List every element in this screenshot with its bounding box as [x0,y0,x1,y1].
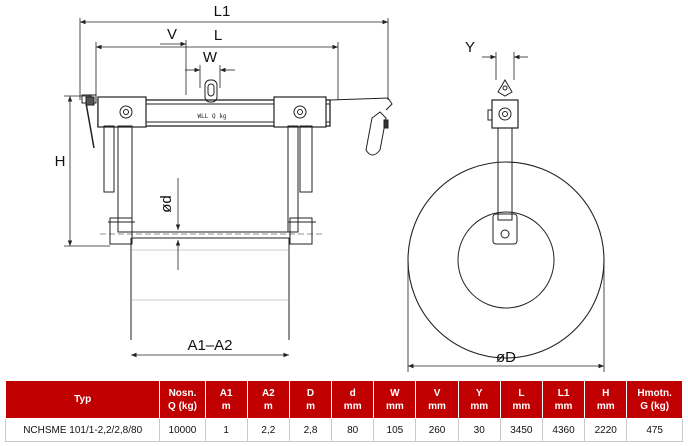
wll-plate-text: WLL Q kg [198,113,227,120]
cell-y: 30 [457,418,501,442]
header-line1: V [433,387,441,399]
front-view [64,18,393,358]
cell-w: 105 [373,418,417,442]
dim-w-label: W [203,49,218,66]
cell-a1: 1 [204,418,248,442]
header-line2: m [221,400,231,412]
header-line2: mm [343,400,362,412]
header-hmotn: Hmotn.G (kg) [626,380,683,419]
header-line1: Typ [74,394,92,405]
header-line2: mm [470,400,489,412]
header-line1: H [602,387,610,399]
header-line2: mm [512,400,531,412]
cell-d-big: 2,8 [288,418,333,442]
header-line2: Q (kg) [168,400,197,412]
dim-v-label: V [167,26,177,43]
dim-a-label: A1–A2 [187,337,232,354]
header-line1: Y [475,387,483,399]
cell-a2: 2,2 [246,418,290,442]
header-line1: L1 [557,387,570,399]
header-line1: d [349,387,356,399]
cell-nosn: 10000 [159,418,206,442]
header-nosn: Nosn.Q (kg) [159,380,206,419]
header-line2: mm [428,400,446,412]
cell-hmotn: 475 [626,418,683,442]
header-line1: Hmotn. [637,387,672,399]
dim-l1-label: L1 [214,3,231,20]
table-row: NCHSME 101/1-2,2/2,8/80 10000 1 2,2 2,8 … [4,418,683,442]
header-line2: m [306,400,315,412]
cell-d-small: 80 [331,418,375,442]
dim-bigd-label: øD [496,349,516,366]
header-typ: Typ [4,380,161,419]
cell-h: 2220 [584,418,628,442]
header-line1: A2 [261,387,275,399]
header-line2: mm [596,400,615,412]
header-line1: D [306,387,315,399]
technical-drawing: L1 L V W H ød A1–A2 WLL Q kg Y øD [55,3,605,372]
header-line2: mm [554,400,573,412]
dim-y-label: Y [465,39,475,56]
cell-l1: 4360 [541,418,586,442]
cell-v: 260 [415,418,459,442]
header-line2: mm [385,400,404,412]
cell-typ: NCHSME 101/1-2,2/2,8/80 [4,418,161,442]
dim-h-label: H [55,153,66,170]
header-line1: L [518,387,525,399]
header-line1: W [390,387,400,399]
header-line2: G (kg) [640,400,670,412]
header-line2: m [263,400,273,412]
header-line1: A1 [219,387,233,399]
dim-l-label: L [214,27,222,44]
side-view [407,52,605,372]
header-line1: Nosn. [168,387,197,399]
cell-l: 3450 [499,418,543,442]
dim-d-label: ød [158,195,175,213]
